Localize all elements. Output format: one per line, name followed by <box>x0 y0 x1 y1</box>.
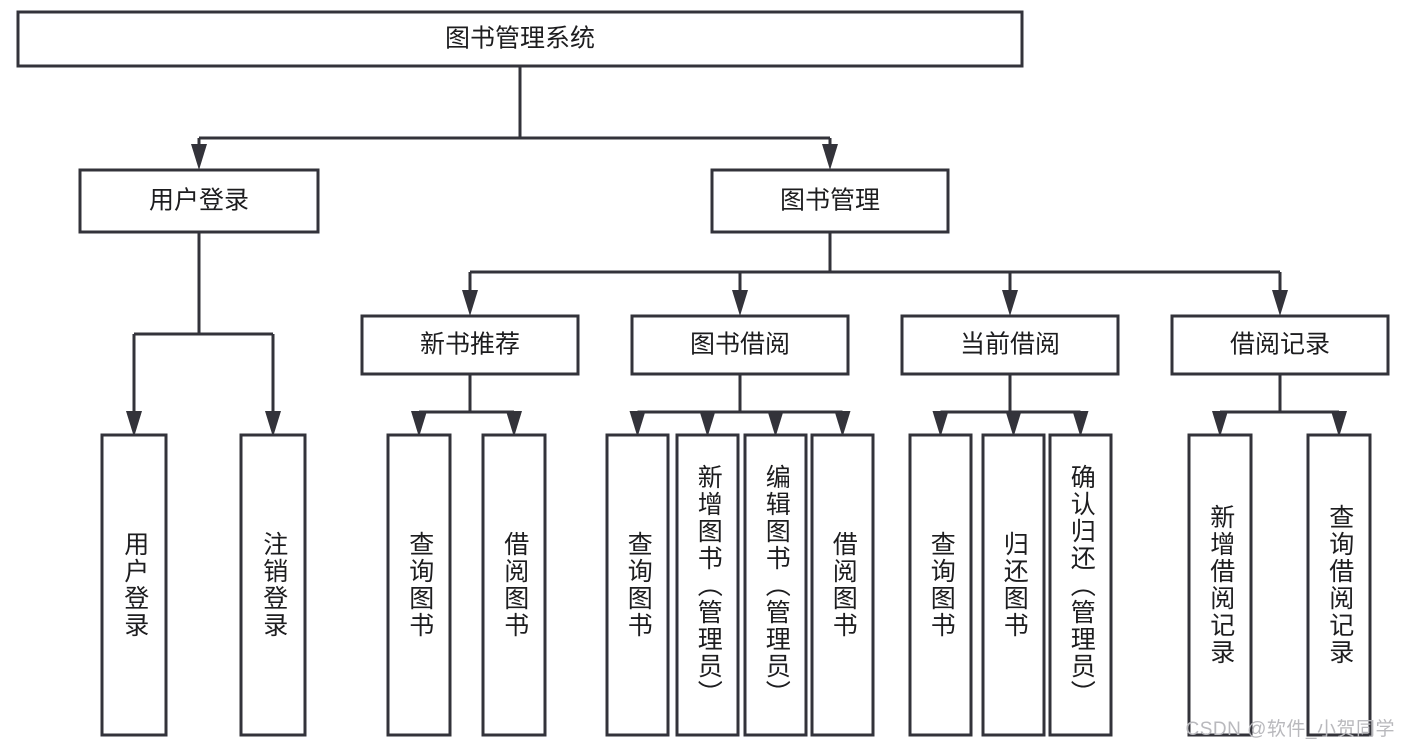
node-label-borrow-record: 借阅记录 <box>1230 331 1330 359</box>
arrow-head <box>1272 290 1288 316</box>
arrow-head <box>191 144 207 170</box>
node-box-leaf-add-borrow-record[interactable] <box>1187 433 1253 737</box>
arrow-head <box>629 411 646 437</box>
node-label-root: 图书管理系统 <box>445 25 595 53</box>
arrow-head <box>126 411 142 437</box>
arrow-head <box>411 411 427 437</box>
arrow-head <box>767 411 784 437</box>
node-box-root[interactable] <box>16 10 1024 68</box>
node-box-current-borrow[interactable] <box>900 314 1120 376</box>
arrow-head <box>1331 411 1347 437</box>
arrow-head <box>822 144 838 170</box>
node-box-leaf-confirm-return-admin[interactable] <box>1048 433 1113 737</box>
arrow-head <box>834 411 851 437</box>
connector-layer <box>126 66 1347 437</box>
node-box-leaf-edit-book-admin[interactable] <box>743 433 808 737</box>
node-box-book-borrow[interactable] <box>630 314 850 376</box>
arrow-head <box>1072 411 1089 437</box>
node-box-leaf-query-borrow-record[interactable] <box>1306 433 1372 737</box>
node-box-layer <box>16 10 1390 737</box>
node-box-leaf-borrow-book[interactable] <box>810 433 875 737</box>
arrow-head <box>1212 411 1228 437</box>
node-box-borrow-record[interactable] <box>1170 314 1390 376</box>
arrow-head <box>265 411 281 437</box>
arrow-head <box>699 411 716 437</box>
node-box-new-book-recommend[interactable] <box>360 314 580 376</box>
node-box-leaf-query-book-rec[interactable] <box>386 433 452 737</box>
node-box-leaf-return-book[interactable] <box>981 433 1046 737</box>
watermark-text: CSDN @软件_小贺同学 <box>1185 719 1395 740</box>
node-box-leaf-borrow-book-rec[interactable] <box>481 433 547 737</box>
node-box-book-manage[interactable] <box>710 168 950 234</box>
node-box-leaf-logout-login[interactable] <box>239 433 307 737</box>
node-label-current-borrow: 当前借阅 <box>960 331 1060 359</box>
arrow-head <box>506 411 522 437</box>
node-label-book-manage: 图书管理 <box>780 187 880 215</box>
node-box-leaf-query-book-current[interactable] <box>908 433 973 737</box>
node-label-new-book-recommend: 新书推荐 <box>420 331 520 359</box>
arrow-head <box>462 290 478 316</box>
node-box-leaf-query-book-borrow[interactable] <box>605 433 670 737</box>
arrow-head <box>1005 411 1022 437</box>
node-label-user-login: 用户登录 <box>149 187 249 215</box>
node-box-user-login[interactable] <box>78 168 320 234</box>
arrow-head <box>732 290 748 316</box>
arrow-head <box>1002 290 1018 316</box>
node-box-leaf-user-login[interactable] <box>100 433 168 737</box>
arrow-head <box>932 411 949 437</box>
node-box-leaf-add-book-admin[interactable] <box>675 433 740 737</box>
node-label-book-borrow: 图书借阅 <box>690 331 790 359</box>
